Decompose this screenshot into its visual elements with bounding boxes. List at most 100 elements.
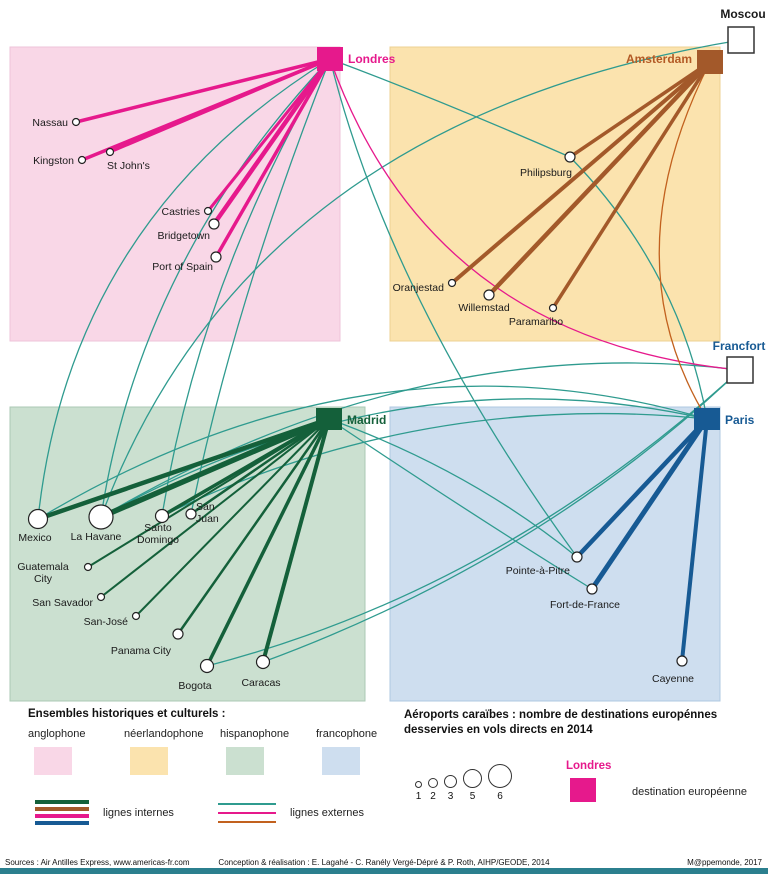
footer-credits: Conception & réalisation : E. Lagahé - C…: [218, 858, 550, 867]
route-external-caracas-francfort: [262, 369, 741, 663]
city-label-cayenne: Cayenne: [652, 673, 694, 685]
city-dot-guatemala-city: [83, 562, 93, 572]
legend-externes-swatches: [218, 801, 276, 825]
region-hispanophone: [9, 406, 366, 702]
layer-regions: [9, 46, 721, 702]
legend-circles-title-line1: Aéroports caraïbes : nombre de destinati…: [404, 709, 718, 721]
city-dot-kingston: [77, 155, 87, 165]
city-dot-paramaribo: [548, 303, 558, 313]
destination-label-francfort: Francfort: [713, 339, 766, 353]
city-dot-cayenne: [676, 655, 688, 667]
city-dot-mexico: [27, 508, 49, 530]
legend-ensemble-swatch: [34, 747, 72, 775]
route-external-londres-francfort: [329, 58, 741, 371]
route-internal-amsterdam-oranjestad: [450, 60, 712, 285]
route-external-philipsburg-paris: [569, 156, 708, 420]
layer-nodes: [27, 26, 755, 674]
route-internal-madrid-panama-city: [176, 418, 331, 635]
legend-circle-number: 3: [447, 791, 454, 802]
legend-circle-number: 1: [415, 791, 422, 802]
route-internal-madrid-san-savador: [100, 418, 330, 598]
city-dot-nassau: [71, 117, 81, 127]
legend-externes-label: lignes externes: [290, 807, 364, 819]
hub-square-paris: [694, 408, 720, 430]
route-internal-amsterdam-philipsburg: [569, 60, 711, 159]
city-dot-caracas: [255, 654, 271, 670]
city-label-san-savador: San Savador: [32, 597, 93, 609]
route-external-mexico-paris: [37, 385, 708, 520]
route-external-pointe-pitre-londres: [329, 58, 578, 558]
route-internal-paris-fort-de-france: [589, 417, 710, 591]
hub-square-madrid: [316, 408, 342, 430]
route-internal-londres-nassau: [75, 57, 331, 124]
legend-circle-size-2: 2: [428, 778, 438, 802]
footer-bar: [0, 868, 768, 874]
legend-ensembles-title: Ensembles historiques et culturels :: [28, 708, 226, 720]
legend-lignes-internes: lignes internes: [35, 800, 174, 825]
route-external-mexico-londres: [37, 58, 331, 520]
hub-label-amsterdam: Amsterdam: [626, 52, 692, 66]
legend-ensemble-n-erlandophone: néerlandophone: [124, 728, 214, 775]
route-external-san-juan-londres: [190, 58, 331, 515]
route-internal-londres-st-john-s: [109, 57, 331, 154]
legend-circles-title: Aéroports caraïbes : nombre de destinati…: [404, 708, 734, 738]
footer-journal: M@ppemonde, 2017: [687, 858, 762, 867]
legend-interne-line: [35, 800, 89, 804]
legend-destination-label: destination européenne: [632, 786, 747, 798]
hub-label-londres: Londres: [348, 52, 396, 66]
legend-destination-square: [570, 778, 596, 802]
legend-destination-name: Londres: [566, 760, 612, 772]
city-dot-bridgetown: [208, 218, 220, 230]
city-dot-santo-domingo: [154, 508, 170, 524]
layer-internal-routes: [37, 57, 712, 667]
region-francophone: [389, 406, 721, 702]
legend-circle-number: 5: [469, 791, 476, 802]
city-dot-san-savador: [96, 592, 106, 602]
city-label-port-of-spain: Port of Spain: [152, 261, 213, 273]
legend-circle: [444, 775, 457, 788]
legend-circle: [488, 764, 512, 788]
city-label-san-jos: San-José: [84, 616, 129, 628]
hub-square-londres: [317, 47, 343, 71]
footer-sources: Sources : Air Antilles Express, www.amer…: [5, 858, 190, 867]
city-label-nassau: Nassau: [32, 117, 68, 129]
city-label-willemstad: Willemstad: [458, 302, 510, 314]
legend-ensemble-label: néerlandophone: [124, 728, 204, 740]
city-dot-port-of-spain: [210, 251, 222, 263]
legend-externe-line: [218, 812, 276, 814]
route-internal-madrid-bogota: [205, 418, 331, 667]
city-dot-san-juan: [185, 508, 197, 520]
route-internal-madrid-mexico: [37, 416, 330, 522]
legend-circle-size-1: 1: [415, 781, 422, 802]
city-label-philipsburg: Philipsburg: [520, 167, 572, 179]
route-external-la-havane-londres: [100, 58, 331, 518]
legend-circle: [415, 781, 422, 788]
city-dot-philipsburg: [564, 151, 576, 163]
legend-circles-title-line2: desservies en vols directs en 2014: [404, 724, 593, 736]
legend-interne-line: [35, 814, 89, 818]
legend-circle-size-6: 6: [488, 764, 512, 802]
city-label-oranjestad: Oranjestad: [393, 282, 445, 294]
city-label-castries: Castries: [161, 206, 200, 218]
legend-externe-line: [218, 821, 276, 823]
city-label-kingston: Kingston: [33, 155, 74, 167]
legend-ensemble-anglophone: anglophone: [28, 728, 118, 775]
city-dot-fort-de-france: [586, 583, 598, 595]
legend-externe-line: [218, 803, 276, 805]
city-label-st-john-s: St John's: [107, 160, 150, 172]
legend-circle-number: 6: [497, 791, 503, 802]
city-dot-la-havane: [88, 504, 114, 530]
hub-label-paris: Paris: [725, 413, 755, 427]
route-internal-madrid-la-havane: [99, 416, 331, 520]
route-external-philipsburg-londres: [329, 58, 571, 158]
legend-internes-label: lignes internes: [103, 806, 174, 819]
city-label-mexico: Mexico: [18, 532, 51, 544]
legend-ensemble-swatch: [130, 747, 168, 775]
city-dot-bogota: [199, 658, 215, 674]
